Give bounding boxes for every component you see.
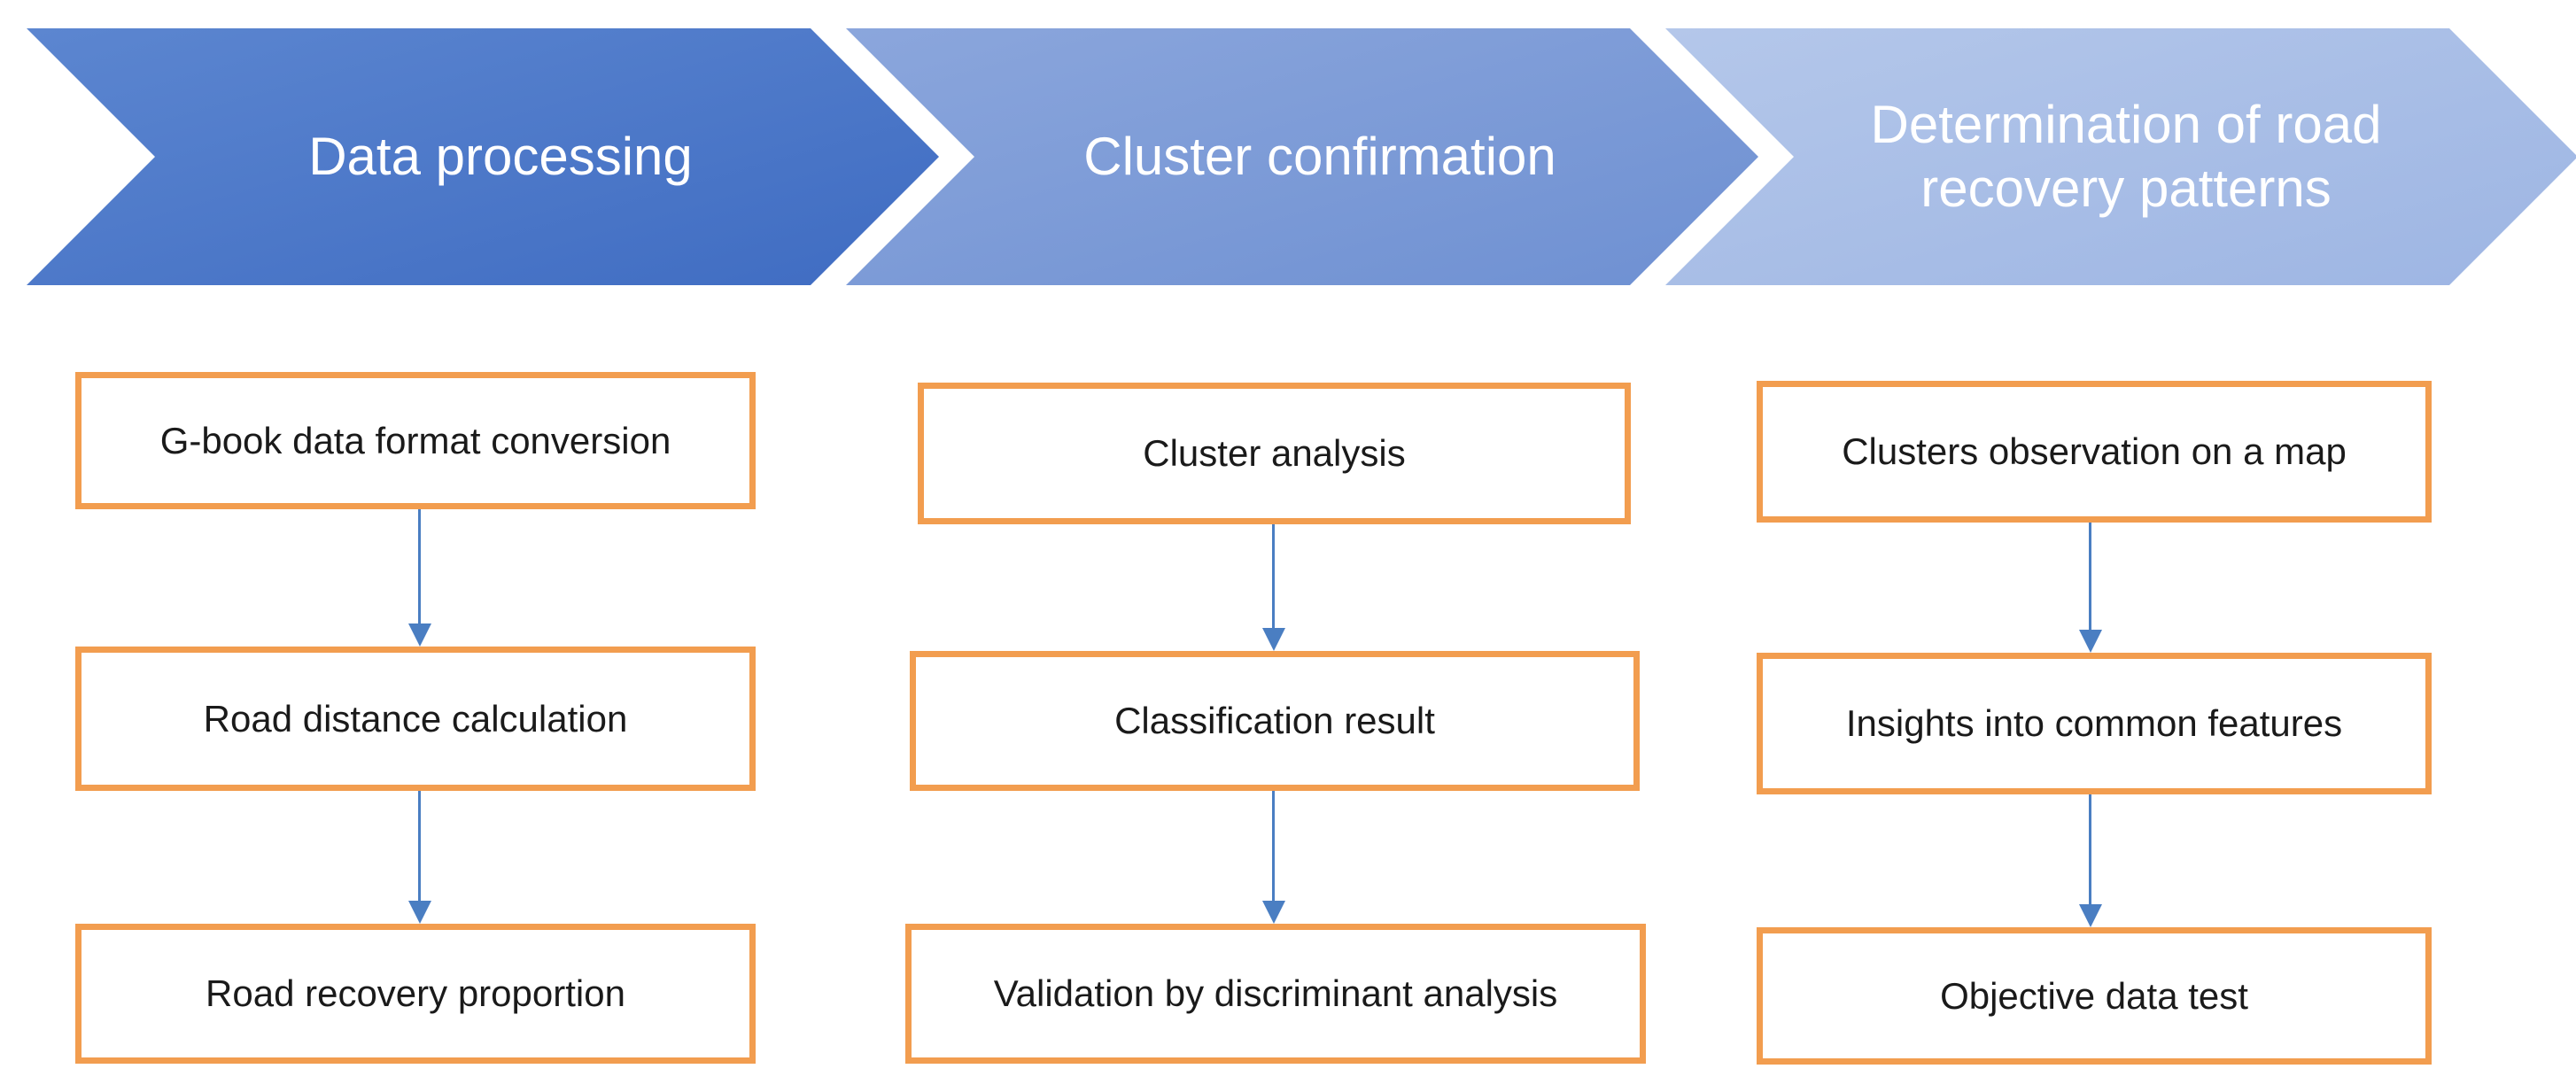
step-box-cluster-analysis: Cluster analysis bbox=[918, 383, 1631, 524]
arrow-shaft bbox=[1272, 524, 1275, 629]
chevron-shape bbox=[27, 28, 939, 285]
arrow-shaft bbox=[418, 791, 421, 902]
step-box-validation-discriminant: Validation by discriminant analysis bbox=[905, 924, 1646, 1064]
arrow-head bbox=[1262, 628, 1285, 651]
arrow-shaft bbox=[2089, 523, 2091, 631]
flow-arrow bbox=[407, 791, 433, 924]
step-box-gbook-format-conversion: G-book data format conversion bbox=[75, 372, 756, 509]
arrow-shaft bbox=[2089, 794, 2091, 905]
flow-arrow bbox=[2077, 794, 2104, 927]
arrow-head bbox=[2079, 904, 2102, 927]
arrow-head bbox=[408, 901, 431, 924]
step-box-road-recovery-proportion: Road recovery proportion bbox=[75, 924, 756, 1064]
phase-chevron-data-processing: Data processing bbox=[27, 28, 939, 285]
chevron-shape bbox=[1665, 28, 2576, 285]
flow-arrow bbox=[1261, 791, 1287, 924]
phase-title: Determination of road recovery patterns bbox=[1870, 95, 2382, 218]
flow-arrow bbox=[2077, 523, 2104, 653]
phase-chevron-road-recovery-patterns: Determination of road recovery patterns bbox=[1665, 28, 2576, 285]
arrow-head bbox=[2079, 630, 2102, 653]
step-box-classification-result: Classification result bbox=[910, 651, 1640, 791]
step-box-insights-common-features: Insights into common features bbox=[1757, 653, 2432, 794]
arrow-head bbox=[1262, 901, 1285, 924]
flow-arrow bbox=[1261, 524, 1287, 651]
phase-chevron-cluster-confirmation: Cluster confirmation bbox=[846, 28, 1758, 285]
arrow-shaft bbox=[418, 509, 421, 624]
step-box-clusters-observation-map: Clusters observation on a map bbox=[1757, 381, 2432, 523]
chevron-shape bbox=[846, 28, 1758, 285]
arrow-shaft bbox=[1272, 791, 1275, 902]
step-box-road-distance-calculation: Road distance calculation bbox=[75, 647, 756, 791]
step-box-objective-data-test: Objective data test bbox=[1757, 927, 2432, 1065]
phase-title: Data processing bbox=[308, 127, 693, 186]
flow-arrow bbox=[407, 509, 433, 647]
phase-title: Cluster confirmation bbox=[1083, 127, 1556, 186]
arrow-head bbox=[408, 623, 431, 647]
